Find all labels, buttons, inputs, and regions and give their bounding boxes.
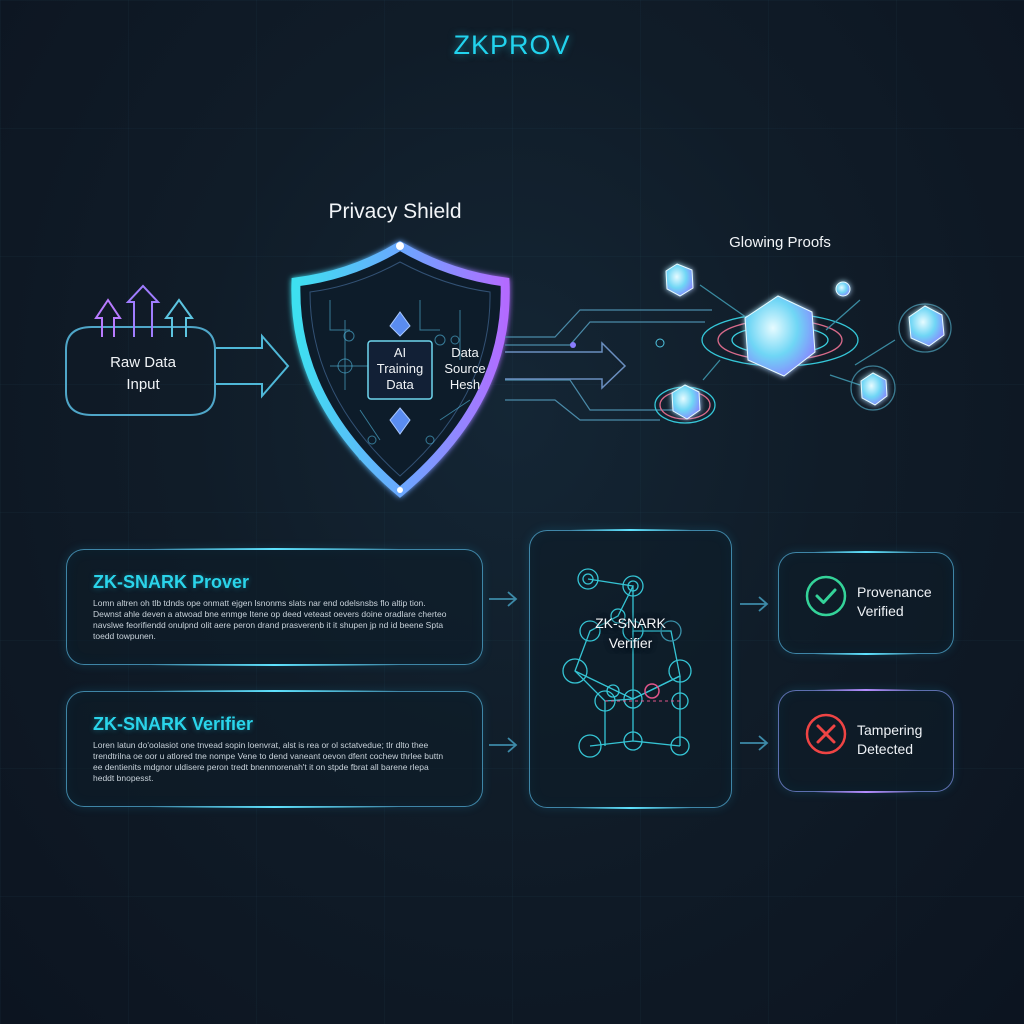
verifier-circuit-graph-icon <box>562 568 692 758</box>
training-line: Training <box>376 361 424 376</box>
proof-connector-lines <box>505 309 712 421</box>
verified-line: Verified <box>857 603 904 619</box>
provenance-verified-card: Provenance Verified <box>778 551 954 655</box>
center-verifier-card: ZK-SNARK Verifier <box>529 529 732 809</box>
page-title: ZKPROV <box>453 30 571 60</box>
arrow-right-icon <box>489 591 518 607</box>
zk-snark-line: ZK-SNARK <box>595 615 666 631</box>
provenance-verified-label: Provenance Verified <box>857 583 932 621</box>
ai-training-data-label: AI Training Data <box>368 345 432 393</box>
arrow-right-icon <box>740 596 769 612</box>
data-source-hash-label: Data Source Hesh <box>436 345 494 393</box>
raw-data-label-line1: Raw Data <box>110 354 176 371</box>
tampering-line: Tampering <box>857 722 923 738</box>
ai-line: AI <box>393 345 407 360</box>
data-line: Data <box>386 377 414 392</box>
center-verifier-label: ZK-SNARK Verifier <box>530 613 731 653</box>
arrow-right-icon <box>489 737 518 753</box>
tampering-detected-label: Tampering Detected <box>857 721 922 759</box>
arrow-to-proofs-icon <box>505 341 627 390</box>
verifier-line: Verifier <box>608 635 653 651</box>
verifier-card-body: Loren latun do'oolasiot one tnvead sopin… <box>93 740 444 783</box>
proof-crystal-icons <box>665 263 945 420</box>
privacy-shield-title: Privacy Shield <box>328 200 462 223</box>
raw-data-label-line2: Input <box>126 376 160 393</box>
tampering-detected-card: Tampering Detected <box>778 689 954 793</box>
check-circle-icon <box>805 575 847 617</box>
top-flow-diagram <box>65 240 952 498</box>
provenance-line: Provenance <box>857 584 932 600</box>
glowing-proofs-title: Glowing Proofs <box>729 234 831 251</box>
verifier-card-title: ZK-SNARK Verifier <box>93 714 254 734</box>
detected-line: Detected <box>857 741 914 757</box>
arrow-right-icon <box>740 735 769 751</box>
prover-card-title: ZK-SNARK Prover <box>93 572 250 592</box>
data-line: Data <box>451 345 479 360</box>
arrow-to-shield-icon <box>216 333 290 399</box>
x-circle-icon <box>805 713 847 755</box>
zk-snark-prover-card: ZK-SNARK Prover Lomn altren oh tlb tdnds… <box>66 548 483 666</box>
source-line: Source <box>444 361 486 376</box>
privacy-shield-icon <box>291 240 510 498</box>
zk-snark-verifier-card: ZK-SNARK Verifier Loren latun do'oolasio… <box>66 690 483 808</box>
upload-arrows-icon <box>94 284 194 337</box>
raw-data-input-label: Raw Data Input <box>68 352 218 396</box>
hash-line: Hesh <box>449 377 481 392</box>
prover-card-body: Lomn altren oh tlb tdnds ope onmatt ejge… <box>93 598 447 641</box>
raw-data-box <box>65 326 216 416</box>
